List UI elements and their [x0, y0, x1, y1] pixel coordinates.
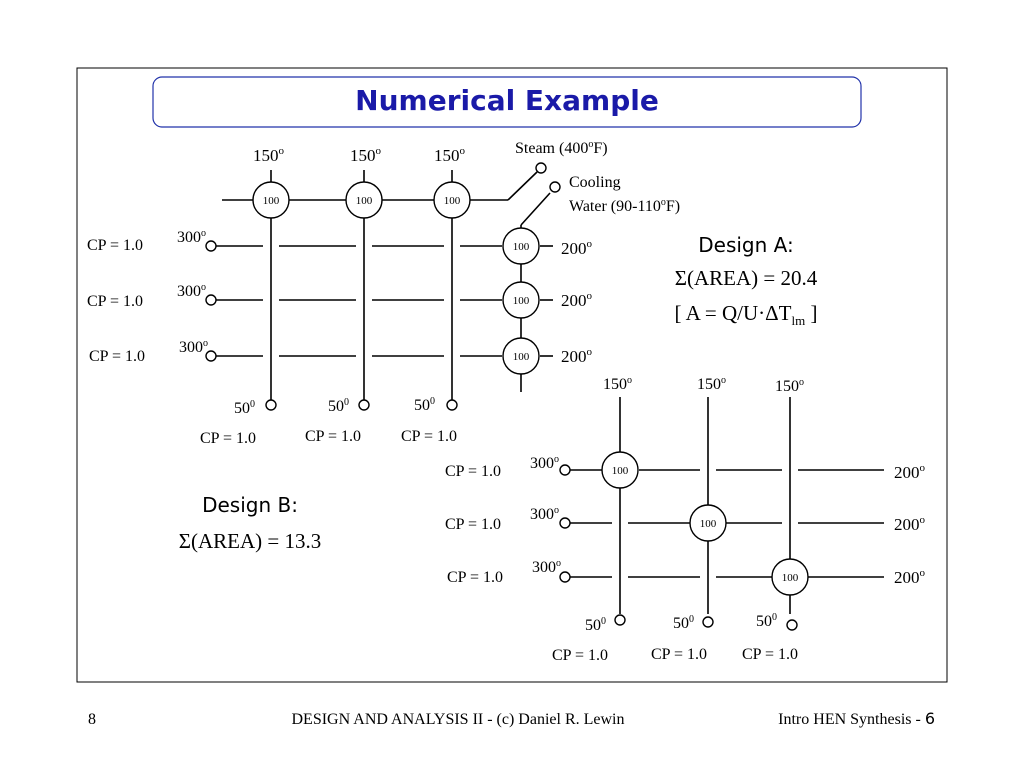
slide-frame: [76, 67, 948, 683]
design-a-heater-2: [345, 181, 383, 219]
duty-label: 100: [513, 295, 530, 307]
design-b-area: Σ(AREA) = 13.3: [179, 529, 321, 553]
design-a-steam-switch: [507, 171, 538, 201]
cold-stream-cp: CP = 1.0: [651, 646, 707, 663]
design-a-labels: 150o 150o 150o Steam (400oF) Cooling Wat…: [87, 139, 818, 447]
cold-outlet-temp: 150o: [253, 145, 285, 165]
title-box: [152, 76, 862, 128]
cooling-water-label: Cooling: [569, 174, 621, 191]
duty-label: 100: [444, 195, 461, 207]
hot-outlet-temp: 200o: [894, 514, 926, 534]
design-b-exchanger-2: [689, 504, 727, 542]
cold-inlet-temp: 500: [673, 614, 694, 632]
design-a-heater-3: [433, 181, 471, 219]
cold-inlet-temp: 500: [234, 399, 255, 417]
cold-outlet-temp: 150o: [434, 145, 466, 165]
design-a-area: Σ(AREA) = 20.4: [675, 266, 818, 290]
design-b-heading: Design B:: [202, 493, 298, 517]
cold-stream-cp: CP = 1.0: [305, 428, 361, 445]
duty-label: 100: [612, 465, 629, 477]
hot-stream-cp: CP = 1.0: [447, 569, 503, 586]
design-a-heater-1: [252, 181, 290, 219]
design-a-heading: Design A:: [698, 233, 793, 257]
cold-stream-cp: CP = 1.0: [742, 646, 798, 663]
hot-stream-cp: CP = 1.0: [445, 463, 501, 480]
duty-label: 100: [356, 195, 373, 207]
cold-inlet-temp: 500: [328, 397, 349, 415]
hot-outlet-temp: 200o: [561, 290, 593, 310]
cold-stream-cp: CP = 1.0: [401, 428, 457, 445]
cold-outlet-temp: 150o: [775, 377, 804, 395]
duty-label: 100: [782, 572, 799, 584]
hot-inlet-temp: 300o: [177, 282, 206, 300]
design-a-cooler-3: [502, 337, 540, 375]
duty-label: 100: [513, 351, 530, 363]
hot-inlet-temp: 300o: [530, 505, 559, 523]
cold-outlet-temp: 150o: [697, 375, 726, 393]
hot-inlet-temp: 300o: [530, 454, 559, 472]
hot-outlet-temp: 200o: [561, 346, 593, 366]
hot-outlet-temp: 200o: [894, 462, 926, 482]
cold-inlet-temp: 500: [585, 616, 606, 634]
design-b-exchanger-1: [601, 451, 639, 489]
design-a-network: 100 100 100 100 100 100: [205, 162, 561, 411]
hot-stream-cp: CP = 1.0: [89, 348, 145, 365]
design-b-network: 100 100 100: [559, 397, 884, 631]
hot-stream-cp: CP = 1.0: [87, 237, 143, 254]
hot-outlet-temp: 200o: [561, 238, 593, 258]
cold-stream-cp: CP = 1.0: [200, 430, 256, 447]
cold-inlet-temp: 500: [414, 396, 435, 414]
duty-label: 100: [513, 241, 530, 253]
page-title: Numerical Example: [355, 84, 659, 117]
cold-stream-cp: CP = 1.0: [552, 647, 608, 664]
design-a-formula: [ A = Q/U·ΔTlm ]: [675, 301, 818, 328]
duty-label: 100: [263, 195, 280, 207]
steam-label: Steam (400oF): [515, 139, 608, 157]
hot-stream-cp: CP = 1.0: [445, 516, 501, 533]
design-a-cooler-1: [502, 227, 540, 265]
design-a-cooler-2: [502, 281, 540, 319]
design-b-labels: 150o 150o 150o CP = 1.0 CP = 1.0 CP = 1.…: [179, 375, 926, 664]
design-b-exchanger-3: [771, 558, 809, 596]
hot-outlet-temp: 200o: [894, 567, 926, 587]
cooling-water-range: Water (90-110oF): [569, 197, 680, 215]
hot-inlet-temp: 300o: [532, 558, 561, 576]
cold-outlet-temp: 150o: [603, 375, 632, 393]
hot-inlet-temp: 300o: [179, 338, 208, 356]
cold-inlet-temp: 500: [756, 612, 777, 630]
duty-label: 100: [700, 518, 717, 530]
design-a-cooling-switch: [520, 192, 551, 226]
hot-inlet-temp: 300o: [177, 228, 206, 246]
footer-course-title: DESIGN AND ANALYSIS II - (c) Daniel R. L…: [291, 711, 624, 728]
footer-section: Intro HEN Synthesis - 6: [778, 709, 935, 728]
cold-outlet-temp: 150o: [350, 145, 382, 165]
hot-stream-cp: CP = 1.0: [87, 293, 143, 310]
footer-page-number: 8: [88, 711, 96, 728]
